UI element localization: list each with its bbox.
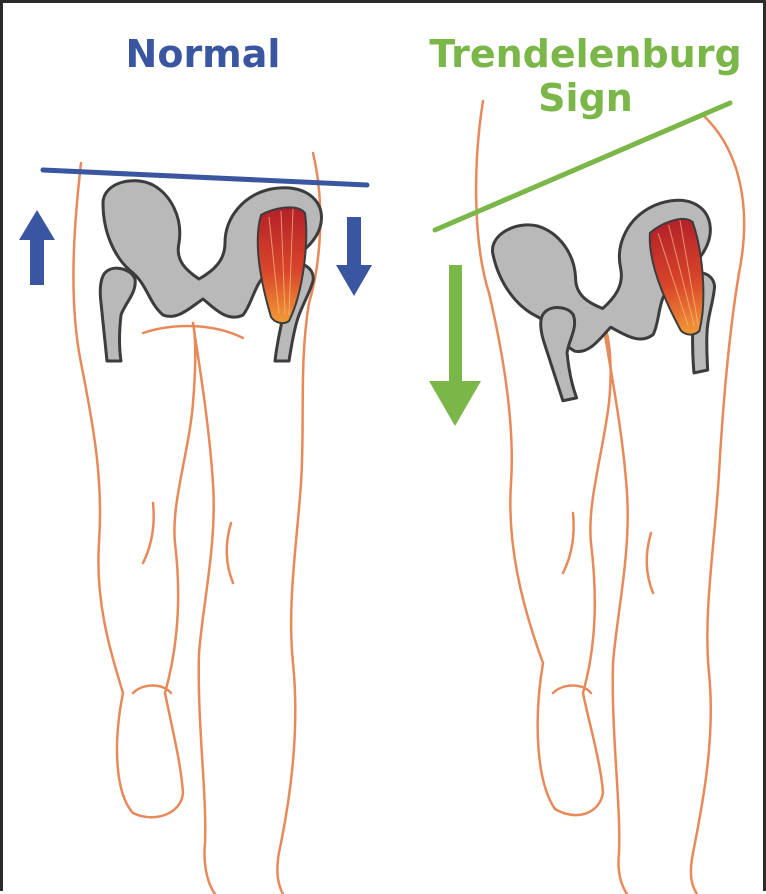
normal-right-knee: [227, 523, 233, 583]
trend-right-body: [603, 323, 628, 894]
arrow-down-icon: [336, 217, 372, 296]
arrow-up-icon: [19, 210, 55, 285]
normal-figure: [19, 153, 372, 894]
hip-diagram: [3, 3, 763, 894]
trend-left-knee: [563, 513, 574, 573]
trend-right-knee: [647, 533, 653, 593]
trend-left-body: [476, 101, 610, 815]
normal-left-femur: [100, 268, 135, 361]
trendelenburg-figure: [429, 101, 744, 894]
arrow-down-icon: [429, 265, 481, 426]
normal-right-leg: [193, 323, 215, 894]
normal-left-knee: [143, 503, 154, 563]
